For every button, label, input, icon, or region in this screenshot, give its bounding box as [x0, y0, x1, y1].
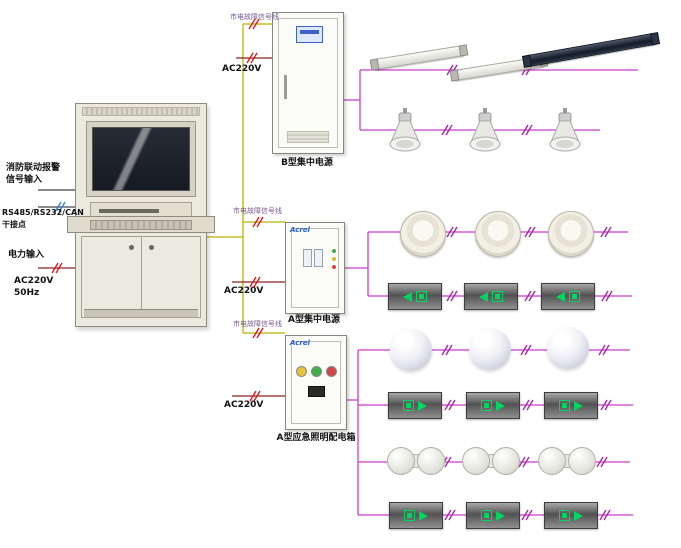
twin-spot-lamp	[417, 447, 445, 475]
a-mains-fault-signal-label: 市电故障信号线	[233, 207, 282, 215]
high-bay-light	[469, 108, 501, 152]
d-ac-voltage-label: AC220V	[224, 400, 264, 410]
high-bay-light	[549, 108, 581, 152]
twin-spot-lamp	[538, 447, 566, 475]
running-man-icon	[559, 400, 570, 411]
b-type-central-power-cabinet	[272, 12, 344, 154]
console-frequency-label: 50Hz	[14, 288, 40, 298]
a-unit-name-label: A型集中电源	[288, 315, 340, 325]
running-man-icon	[569, 291, 580, 302]
a-ac-voltage-label: AC220V	[224, 286, 264, 296]
running-man-icon	[416, 291, 427, 302]
cabinet-base	[84, 309, 198, 317]
running-man-icon	[559, 510, 570, 521]
console-vent-grille	[82, 107, 200, 116]
a-type-central-power-unit: Acrel	[285, 222, 345, 314]
brand-logo: Acrel	[290, 226, 310, 234]
fire-alarm-signal-label-line2: 信号输入	[6, 175, 43, 185]
exit-sign-right	[466, 392, 520, 419]
mains-fault-signal-lines	[205, 23, 285, 334]
twin-spot-light	[538, 445, 596, 475]
console-voltage-label: AC220V	[14, 276, 54, 286]
downlight	[400, 211, 446, 257]
fire-control-console	[67, 103, 215, 327]
exit-sign-left	[388, 283, 442, 310]
arrow-right-icon	[574, 510, 583, 521]
arrow-left-icon	[479, 291, 488, 302]
console-keyboard	[90, 220, 192, 230]
twin-spot-lamp	[492, 447, 520, 475]
arrow-right-icon	[496, 510, 505, 521]
arrow-right-icon	[496, 400, 505, 411]
exit-sign-left	[541, 283, 595, 310]
downlight	[548, 211, 594, 257]
cabinet-handle	[284, 75, 287, 99]
exit-sign-right	[388, 392, 442, 419]
arrow-right-icon	[574, 400, 583, 411]
exit-sign-right	[389, 502, 443, 529]
arrow-left-icon	[403, 291, 412, 302]
console-signal-lines	[38, 189, 75, 208]
cabinet-door-outline	[278, 18, 338, 148]
indicator-lamp-red	[326, 366, 337, 377]
power-input-label: 电力输入	[8, 250, 45, 260]
cabinet-door-outline	[291, 228, 339, 308]
door-handle	[129, 245, 134, 250]
door-handle	[149, 245, 154, 250]
twin-spot-lamp	[568, 447, 596, 475]
twin-spot-light	[462, 445, 520, 475]
cabinet-display	[296, 26, 323, 43]
exit-sign-right	[544, 392, 598, 419]
ball-light	[390, 329, 432, 371]
running-man-icon	[404, 510, 415, 521]
ball-light	[547, 327, 589, 369]
status-led-yellow	[332, 257, 336, 261]
b-unit-name-label: B型集中电源	[281, 158, 333, 168]
brand-logo: Acrel	[290, 339, 310, 347]
comm-protocol-label: RS485/RS232/CAN	[2, 208, 84, 217]
d-mains-fault-signal-label: 市电故障信号线	[233, 320, 282, 328]
high-bay-light	[389, 108, 421, 152]
cabinet-door-seam	[141, 237, 142, 317]
meter-window	[314, 249, 323, 267]
indicator-lamp-green	[311, 366, 322, 377]
exit-sign-right	[466, 502, 520, 529]
indicator-lamp-yellow	[296, 366, 307, 377]
arrow-right-icon	[419, 510, 428, 521]
fire-alarm-signal-label-line1: 消防联动报警	[6, 163, 61, 173]
twin-spot-lamp	[462, 447, 490, 475]
dry-contact-label: 干接点	[2, 220, 26, 229]
status-led-green	[332, 249, 336, 253]
d-unit-name-label: A型应急照明配电箱	[276, 433, 356, 443]
twin-spot-lamp	[387, 447, 415, 475]
running-man-icon	[481, 400, 492, 411]
arrow-left-icon	[556, 291, 565, 302]
console-keyboard-tray	[67, 216, 215, 233]
arrow-right-icon	[418, 400, 427, 411]
console-monitor-screen	[92, 127, 190, 191]
twin-spot-light	[387, 445, 445, 475]
panel-readout	[99, 209, 159, 213]
status-led-red	[332, 265, 336, 269]
b-mains-fault-signal-label: 市电故障信号线	[230, 13, 279, 21]
meter-window	[303, 249, 312, 267]
running-man-icon	[481, 510, 492, 521]
breaker-switch	[308, 386, 325, 397]
cabinet-door-outline	[291, 341, 341, 424]
cabinet-vent	[287, 131, 329, 143]
ball-light	[469, 328, 511, 370]
exit-sign-left	[464, 283, 518, 310]
b-ac-voltage-label: AC220V	[222, 64, 262, 74]
console-monitor-bezel	[86, 121, 196, 197]
console-lower-cabinet	[81, 236, 201, 318]
cable-break-marks-red	[51, 18, 264, 402]
cable-break-mark-blue	[54, 201, 66, 213]
exit-sign-right	[544, 502, 598, 529]
running-man-icon	[492, 291, 503, 302]
a-type-emergency-distribution-box: Acrel	[285, 335, 347, 430]
downlight	[475, 211, 521, 257]
running-man-icon	[403, 400, 414, 411]
